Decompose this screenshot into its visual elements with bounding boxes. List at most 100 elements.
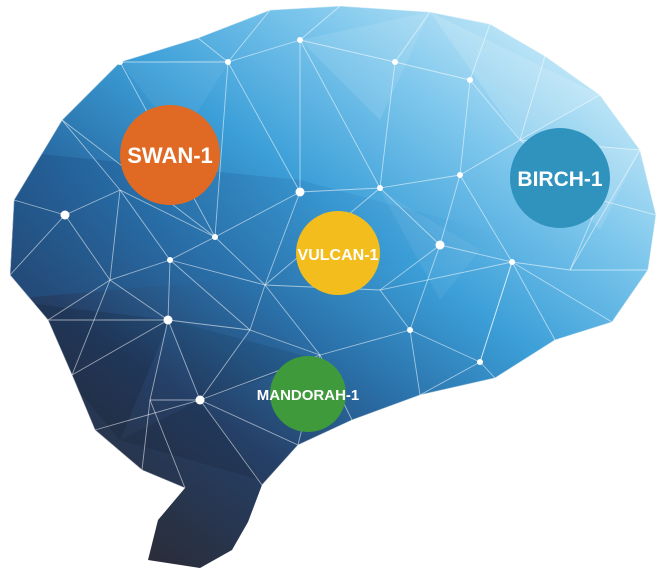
mesh-line: [439, 244, 513, 263]
mesh-line: [379, 187, 441, 246]
node-swan-label: SWAN-1: [127, 143, 213, 168]
mesh-line: [429, 11, 491, 25]
mesh-line: [227, 9, 271, 63]
node-swan-circle: [120, 105, 220, 205]
mesh-vertex: [297, 37, 303, 43]
mesh-line: [409, 329, 481, 363]
mesh-line: [199, 329, 251, 401]
mesh-line: [119, 189, 171, 261]
mesh-line: [227, 39, 301, 63]
network-mesh: [10, 6, 656, 489]
node-vulcan-label: VULCAN-1: [298, 247, 379, 264]
node-birch: BIRCH-1: [510, 128, 610, 228]
mesh-line: [379, 289, 411, 331]
mesh-line: [71, 279, 111, 376]
mesh-line: [61, 119, 121, 191]
mesh-line: [339, 6, 431, 13]
mesh-vertex: [195, 395, 205, 405]
mesh-line: [299, 39, 396, 63]
mesh-line: [511, 261, 571, 271]
mesh-line: [299, 39, 381, 189]
mesh-line: [479, 361, 496, 379]
mesh-line: [119, 189, 216, 238]
mesh-vertex: [435, 240, 445, 250]
node-vulcan: VULCAN-1: [296, 211, 380, 295]
mesh-line: [169, 236, 216, 261]
mesh-line: [167, 319, 201, 401]
node-swan: SWAN-1: [120, 105, 220, 205]
mesh-line: [554, 321, 613, 341]
mesh-line: [409, 244, 441, 331]
mesh-line: [61, 61, 121, 121]
mesh-line: [71, 319, 169, 376]
mesh-line: [109, 189, 121, 281]
mesh-line: [299, 6, 341, 41]
node-mandorah: MANDORAH-1: [257, 356, 360, 432]
mesh-line: [10, 274, 49, 321]
mesh-line: [419, 361, 481, 396]
mesh-line: [264, 284, 321, 356]
mesh-vertex: [392, 59, 398, 65]
mesh-vertex: [60, 210, 70, 220]
node-birch-label: BIRCH-1: [517, 168, 602, 191]
mesh-line: [141, 399, 151, 471]
mesh-line: [94, 399, 201, 431]
mesh-line: [489, 23, 546, 57]
mesh-line: [459, 79, 471, 176]
mesh-line: [149, 319, 169, 401]
mesh-line: [379, 174, 461, 189]
mesh-line: [214, 61, 229, 238]
mesh-line: [167, 319, 251, 331]
mesh-line: [479, 261, 513, 363]
mesh-line: [379, 244, 441, 291]
mesh-line: [199, 399, 263, 486]
mesh-line: [511, 261, 613, 323]
mesh-line: [13, 199, 66, 216]
mesh-line: [569, 149, 641, 271]
mesh-vertex: [163, 315, 173, 325]
mesh-line: [249, 329, 321, 356]
mesh-line: [167, 259, 171, 321]
mesh-line: [469, 79, 521, 141]
mesh-line: [319, 329, 411, 356]
mesh-vertex: [167, 257, 173, 263]
mesh-line: [119, 37, 199, 63]
mesh-vertex: [377, 185, 383, 191]
mesh-line: [109, 259, 171, 281]
mesh-line: [394, 61, 471, 81]
mesh-vertex: [457, 172, 463, 178]
mesh-line: [459, 174, 513, 263]
mesh-line: [169, 259, 266, 286]
mesh-line: [511, 261, 556, 341]
mesh-vertex: [117, 59, 123, 65]
network-vertices: [60, 37, 515, 405]
node-birch-circle: [510, 128, 610, 228]
mesh-line: [519, 94, 601, 141]
mesh-line: [214, 191, 301, 238]
mesh-line: [227, 61, 301, 193]
mesh-line: [169, 259, 251, 331]
mesh-vertex: [212, 234, 218, 240]
mesh-line: [299, 187, 381, 193]
node-vulcan-circle: [296, 211, 380, 295]
mesh-line: [197, 37, 229, 63]
mesh-line: [459, 139, 521, 176]
mesh-line: [149, 399, 186, 489]
mesh-vertex: [467, 77, 473, 83]
mesh-line: [409, 329, 421, 396]
mesh-vertex: [477, 359, 483, 365]
mesh-line: [109, 279, 169, 321]
mesh-line: [394, 11, 431, 63]
mesh-line: [10, 214, 66, 276]
mesh-vertex: [407, 327, 413, 333]
mesh-line: [264, 191, 301, 286]
mesh-vertex: [225, 59, 231, 65]
mesh-line: [214, 236, 266, 286]
mesh-line: [519, 55, 546, 141]
mesh-vertex: [295, 187, 305, 197]
mesh-line: [379, 261, 513, 291]
mesh-line: [439, 174, 461, 246]
mesh-line: [379, 61, 396, 189]
node-mandorah-label: MANDORAH-1: [257, 387, 360, 404]
